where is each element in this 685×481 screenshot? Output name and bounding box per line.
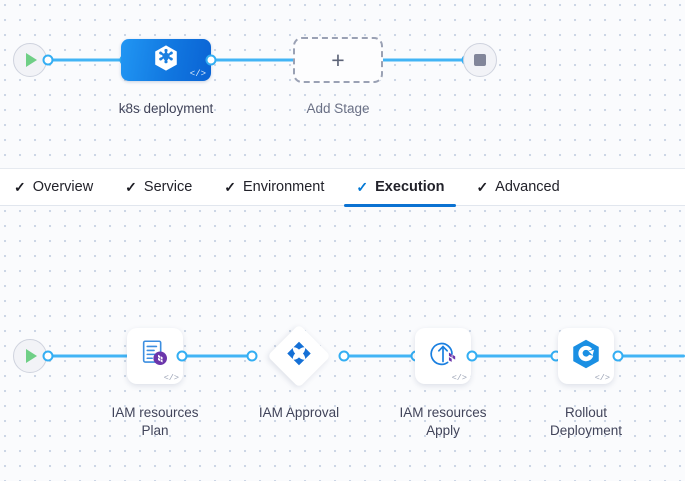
tab-advanced-label: Advanced [495, 179, 560, 195]
tab-execution-label: Execution [375, 179, 445, 195]
stage-tabbar: ✓ Overview ✓ Service ✓ Environment ✓ Exe… [0, 168, 685, 207]
execution-start-output-port[interactable] [42, 350, 54, 362]
approval-output-port[interactable] [338, 350, 350, 362]
step-caption-iam-approval: IAM Approval [258, 405, 340, 420]
edge-stage-to-addstage [211, 58, 299, 62]
step-node-iam-approval[interactable] [267, 324, 331, 388]
rollout-output-port[interactable] [612, 350, 624, 362]
check-icon: ✓ [125, 179, 137, 195]
tab-execution[interactable]: ✓ Execution [340, 168, 460, 207]
stage-code-glyph: </> [189, 69, 206, 79]
stop-icon[interactable] [463, 43, 497, 77]
stage-caption-k8s-deployment: k8s deployment [118, 101, 214, 116]
execution-start-node[interactable] [13, 339, 47, 373]
pipeline-start-node[interactable] [13, 43, 47, 77]
step-card[interactable]: </> [127, 328, 183, 384]
check-icon: ✓ [14, 179, 26, 195]
step-node-iam-resources-apply[interactable]: </> [415, 328, 471, 384]
check-icon: ✓ [476, 179, 489, 195]
add-stage-label: Add Stage [306, 101, 370, 116]
tab-service-label: Service [143, 179, 193, 195]
approval-input-port[interactable] [246, 350, 258, 362]
plan-output-port[interactable] [176, 350, 188, 362]
step-card[interactable]: </> [558, 328, 614, 384]
step-caption-iam-resources-apply: IAM resources Apply [399, 405, 487, 438]
tab-environment-label: Environment [243, 179, 325, 195]
approval-diamond[interactable] [267, 324, 331, 388]
play-icon[interactable] [13, 339, 47, 373]
edge-rollout-to-next [618, 354, 685, 358]
step-caption-rollout-deployment: Rollout Deployment [549, 405, 623, 438]
edge-start-to-stage [36, 58, 161, 62]
start-output-port[interactable] [42, 54, 54, 66]
terraform-plan-icon [138, 337, 172, 376]
edge-plan-to-approval [182, 354, 252, 358]
step-code-glyph: </> [594, 373, 610, 383]
add-stage-node[interactable]: + [293, 37, 383, 83]
step-node-rollout-deployment[interactable]: </> [558, 328, 614, 384]
plus-icon[interactable]: + [293, 37, 383, 83]
terraform-apply-icon [426, 337, 460, 376]
tab-environment[interactable]: ✓ Environment [208, 168, 340, 206]
edge-approval-to-apply [344, 354, 416, 358]
step-code-glyph: </> [163, 373, 179, 383]
pipeline-stop-node[interactable] [463, 43, 497, 77]
edge-apply-to-rollout [472, 354, 556, 358]
approval-icon [285, 340, 313, 373]
check-icon: ✓ [224, 179, 236, 195]
check-icon: ✓ [356, 179, 369, 195]
step-caption-iam-resources-plan: IAM resources Plan [111, 405, 199, 438]
tab-overview-label: Overview [32, 179, 94, 195]
edge-start-to-plan [36, 354, 136, 358]
tab-overview[interactable]: ✓ Overview [0, 168, 109, 206]
execution-graph-canvas[interactable]: </> IAM resources Plan [0, 206, 685, 481]
kubernetes-icon [151, 43, 181, 78]
edge-addstage-to-stop [379, 58, 471, 62]
tab-advanced[interactable]: ✓ Advanced [460, 168, 575, 206]
tab-service[interactable]: ✓ Service [109, 168, 208, 206]
play-icon[interactable] [13, 43, 47, 77]
step-card[interactable]: </> [415, 328, 471, 384]
stage-node-k8s-deployment[interactable]: </> [121, 39, 211, 81]
rollout-icon [569, 337, 603, 376]
stage-graph-canvas[interactable]: </> k8s deployment + Add Stage [0, 0, 685, 168]
apply-output-port[interactable] [466, 350, 478, 362]
step-code-glyph: </> [451, 373, 467, 383]
stage-output-port[interactable] [205, 54, 217, 66]
step-node-iam-resources-plan[interactable]: </> [127, 328, 183, 384]
stage-chip[interactable]: </> [121, 39, 211, 81]
